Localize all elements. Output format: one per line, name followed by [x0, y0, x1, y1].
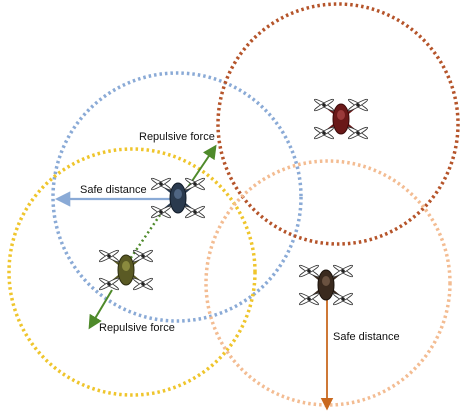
repulsive-force-label-top: Repulsive force [139, 131, 215, 143]
safe-distance-label-right: Safe distance [333, 331, 400, 343]
safe-distance-label-left: Safe distance [80, 184, 147, 196]
peach-safety-zone [204, 159, 452, 407]
blue-safety-zone [51, 71, 303, 323]
repulsive-force-arrow-down [88, 289, 113, 330]
navy-drone-icon [150, 176, 206, 220]
yellow-safety-zone [7, 147, 257, 397]
brown-drone-icon [298, 263, 354, 307]
rust-safety-zone [216, 2, 460, 246]
maroon-drone-icon [313, 97, 369, 141]
olive-drone-icon [98, 248, 154, 292]
repulsive-force-label-bottom: Repulsive force [99, 322, 175, 334]
